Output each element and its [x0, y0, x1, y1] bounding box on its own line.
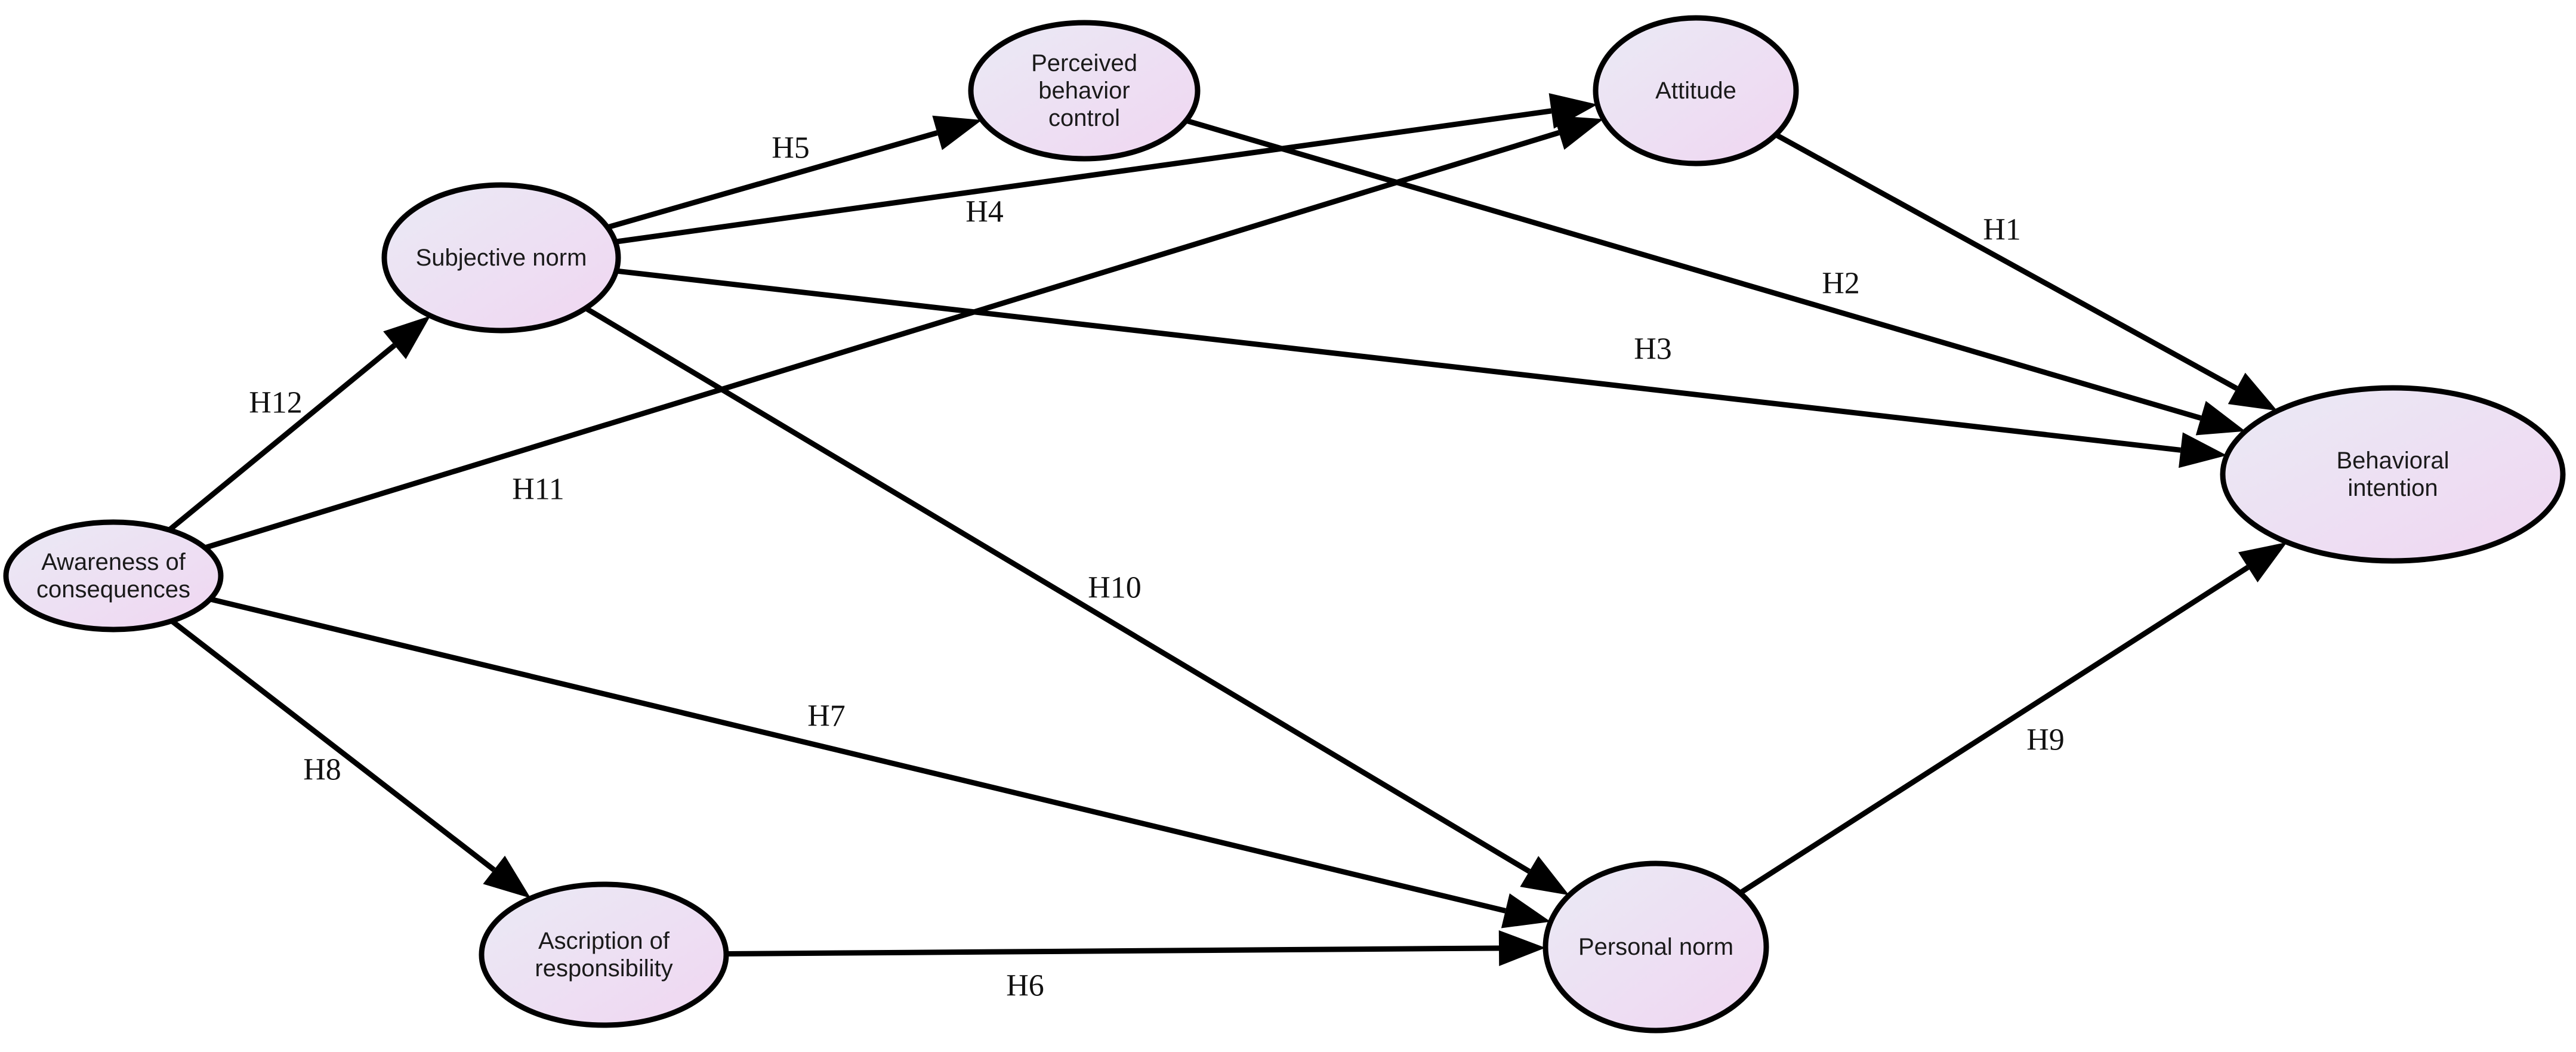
arrowhead-h9: [2238, 542, 2287, 582]
edge-label-h8: H8: [303, 753, 341, 787]
edge-h2: [1185, 118, 2202, 421]
node-label: consequences: [36, 576, 190, 603]
edge-label-h6: H6: [1006, 969, 1044, 1003]
edge-label-h10: H10: [1088, 571, 1142, 605]
node-ellipse: [968, 20, 1201, 162]
edge-label-h3: H3: [1634, 332, 1672, 366]
edge-label-h7: H7: [807, 699, 846, 733]
node-label: Personal norm: [1578, 934, 1733, 960]
edge-label-h5: H5: [772, 131, 810, 165]
arrowhead-h2: [2195, 400, 2246, 436]
edge-label-h1: H1: [1983, 213, 2021, 247]
node-label: control: [1048, 105, 1120, 131]
edge-h7: [209, 596, 1506, 914]
node-label: Perceived: [1031, 50, 1137, 76]
edge-h9: [1738, 564, 2250, 896]
arrowhead-h1: [2228, 372, 2278, 411]
edge-label-h9: H9: [2026, 723, 2065, 757]
arrowhead-h3: [2179, 432, 2227, 468]
node-label: Attitude: [1655, 78, 1736, 104]
edge-h12: [167, 343, 397, 532]
edge-h8: [170, 618, 496, 872]
arrowhead-h11: [1553, 115, 1604, 150]
node-ellipse: [479, 881, 729, 1028]
arrowhead-h8: [483, 855, 531, 899]
node-label: behavior: [1038, 78, 1130, 104]
arrowhead-h5: [932, 115, 982, 150]
node-personal: Personal norm: [1542, 860, 1769, 1034]
node-label: responsibility: [535, 955, 672, 982]
arrowhead-h12: [383, 316, 431, 359]
edges-layer: [167, 93, 2287, 966]
node-ellipse: [381, 182, 621, 334]
edge-h4: [615, 108, 1552, 245]
edge-h10: [584, 306, 1531, 874]
arrowhead-h6: [1498, 930, 1546, 966]
node-ellipse: [1593, 15, 1799, 166]
node-label: intention: [2347, 475, 2438, 501]
edge-label-h12: H12: [249, 386, 303, 420]
node-label: Awareness of: [41, 549, 186, 575]
node-ellipse: [2220, 385, 2566, 564]
node-label: Ascription of: [538, 928, 670, 954]
node-ellipse: [1542, 860, 1769, 1034]
edge-label-h4: H4: [965, 195, 1004, 229]
edge-h11: [204, 130, 1560, 551]
arrowhead-h10: [1520, 856, 1569, 896]
node-subjective: Subjective norm: [381, 182, 621, 334]
edge-h1: [1774, 132, 2238, 391]
arrowhead-h7: [1501, 893, 1551, 928]
edge-h6: [726, 945, 1500, 957]
node-attitude: Attitude: [1593, 15, 1799, 166]
edge-h3: [616, 268, 2181, 453]
node-label: Behavioral: [2336, 448, 2449, 474]
node-ellipse: [3, 519, 224, 633]
edge-label-h2: H2: [1822, 267, 1860, 301]
edge-h5: [606, 130, 938, 230]
node-label: Subjective norm: [416, 245, 587, 271]
edge-label-h11: H11: [512, 473, 564, 507]
